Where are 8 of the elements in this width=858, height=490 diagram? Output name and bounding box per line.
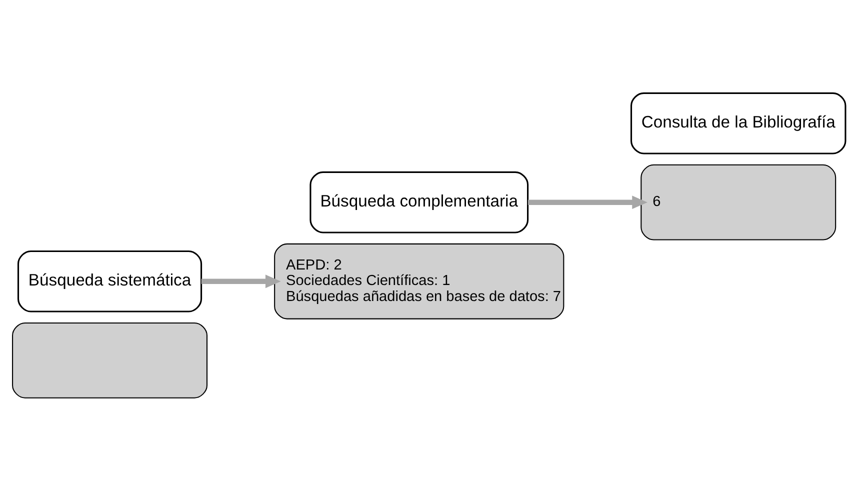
node-box [12, 322, 208, 398]
node-box: Búsqueda complementaria [310, 170, 529, 233]
node-box: Consulta de la Bibliografía [630, 92, 846, 154]
node-box: 6 [640, 164, 836, 240]
arrow [528, 195, 648, 209]
arrow [201, 274, 281, 288]
node-box: Búsqueda sistemática [17, 250, 202, 312]
node-box: AEPD: 2 Sociedades Científicas: 1 Búsquedas añadidas en bases de datos: 7 [274, 242, 564, 319]
